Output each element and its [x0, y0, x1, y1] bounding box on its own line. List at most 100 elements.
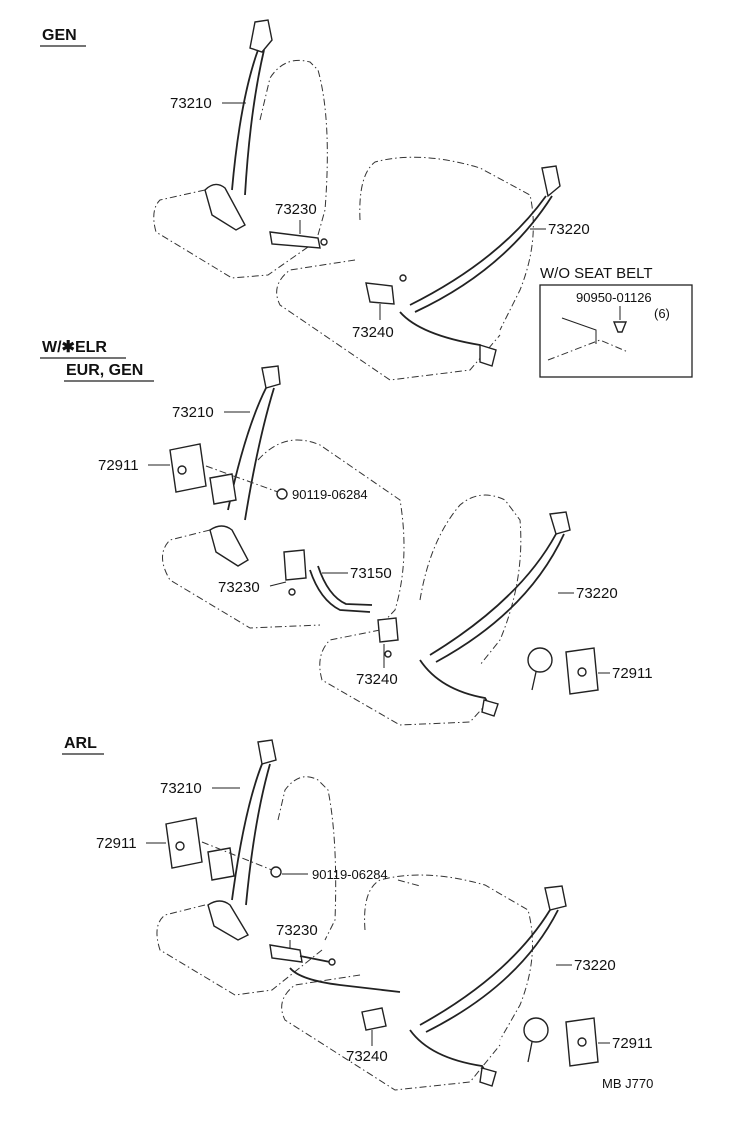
seatback-outline	[257, 439, 405, 629]
lap-belt	[419, 659, 493, 711]
leader-line	[269, 581, 287, 587]
belt-strap	[425, 909, 559, 1033]
lap-belt	[399, 311, 493, 359]
bolt-head	[270, 866, 282, 878]
floor-anchor	[481, 699, 499, 717]
part-label-73240: 73240	[352, 324, 394, 341]
floor-anchor	[479, 344, 497, 367]
front-seat-3	[156, 776, 337, 996]
part-label-73220: 73220	[576, 585, 618, 602]
seatback-outline	[259, 59, 328, 236]
bracket-72911-right-arl	[565, 1017, 599, 1067]
section-title-elr: W/✱ELR	[42, 339, 107, 356]
part-label-73210: 73210	[160, 780, 202, 797]
buckle-body	[365, 282, 395, 305]
belt-strap	[419, 909, 551, 1026]
belt-strap	[244, 387, 275, 521]
part-label-73230: 73230	[218, 579, 260, 596]
part-label-73230: 73230	[275, 201, 317, 218]
buckle-body	[361, 1007, 387, 1031]
belt-strap	[231, 49, 259, 191]
belt-73150	[309, 565, 373, 613]
rear-cushion-outline	[281, 974, 501, 1091]
bracket-plate	[169, 443, 207, 493]
part-label-73220: 73220	[548, 221, 590, 238]
belt-73210-arl	[207, 739, 277, 941]
retractor	[204, 183, 246, 231]
anchor-upper	[257, 739, 277, 765]
section-title-gen: GEN	[42, 27, 77, 44]
anchor-upper	[541, 165, 561, 198]
bracket-hole	[577, 667, 587, 677]
part-label-72911: 72911	[96, 835, 137, 852]
section-title-arl: ARL	[64, 735, 97, 752]
part-label-73240: 73240	[356, 671, 398, 688]
bracket-72911-left-arl	[165, 817, 273, 871]
part-label-90119-06284: 90119-06284	[292, 487, 368, 502]
belt-strap	[245, 763, 271, 906]
inset-quantity: (6)	[654, 306, 670, 321]
buckle-73230-elr	[283, 549, 307, 596]
bracket-72911-left	[169, 443, 279, 493]
plug-cap	[612, 321, 628, 333]
lower-anchor	[207, 900, 249, 941]
retractor	[527, 647, 553, 673]
rear-seatback-outline	[364, 874, 533, 1041]
bolt-90119-06284-a	[276, 488, 288, 500]
part-label-90119-06284: 90119-06284	[312, 867, 388, 882]
bolt-head	[276, 488, 288, 500]
belt-73210-gen	[204, 19, 273, 231]
retractor	[209, 473, 237, 505]
alignment-line	[201, 841, 273, 871]
anchor-upper	[249, 19, 273, 53]
part-label-72911: 72911	[98, 457, 139, 474]
buckle-73240-elr	[377, 617, 399, 658]
bracket-72911-right	[565, 647, 599, 695]
lower-anchor	[209, 525, 249, 567]
belt-strap	[309, 569, 371, 613]
inset-body-line	[547, 339, 629, 361]
belt-strap	[429, 533, 557, 656]
bolt	[328, 958, 336, 966]
part-label-73210: 73210	[170, 95, 212, 112]
belt-strap	[244, 49, 265, 196]
buckle-strap	[299, 955, 331, 963]
section-arl: ARL	[62, 735, 653, 1091]
anchor-upper	[549, 511, 571, 535]
buckle-73230-arl	[269, 944, 401, 993]
alignment-line	[205, 465, 279, 493]
seat-cushion-outline	[162, 529, 321, 629]
belt-strap	[317, 565, 373, 606]
part-label-72911: 72911	[612, 665, 653, 682]
buckle-73240-gen	[365, 274, 407, 305]
buckle-73240-arl	[361, 1007, 387, 1031]
anchor-upper	[261, 365, 281, 389]
floor-anchor	[479, 1067, 497, 1087]
bolt-90119-06284-b	[270, 866, 421, 887]
rear-seatback-outline	[419, 494, 522, 666]
buckle-body	[377, 617, 399, 643]
rear-seat-1	[276, 156, 534, 381]
belt-73220-arl	[409, 885, 567, 1087]
part-label-72911: 72911	[612, 1035, 653, 1052]
belt-73220-elr	[419, 511, 571, 717]
belt-73220-gen	[399, 165, 561, 367]
section-elr-eur-gen: W/✱ELR EUR, GEN	[40, 339, 653, 726]
section-gen: GEN	[40, 19, 693, 381]
inset-body-line	[561, 317, 597, 344]
belt-strap	[414, 195, 553, 313]
inset-frame	[539, 284, 693, 378]
seat-cushion-outline	[153, 189, 319, 279]
retractor	[207, 847, 235, 881]
belt-strap	[409, 195, 547, 306]
front-seat-2	[162, 439, 405, 629]
anchor-upper	[544, 885, 567, 911]
rear-cushion-outline	[276, 259, 501, 381]
retractor-bolt	[531, 671, 537, 691]
seatback-outline	[277, 776, 337, 941]
rear-cushion-outline	[319, 629, 491, 726]
inset-wo-seat-belt: W/O SEAT BELT 90950-01126 (6)	[539, 265, 693, 378]
alignment-line	[397, 879, 421, 887]
lap-belt	[409, 1029, 491, 1079]
